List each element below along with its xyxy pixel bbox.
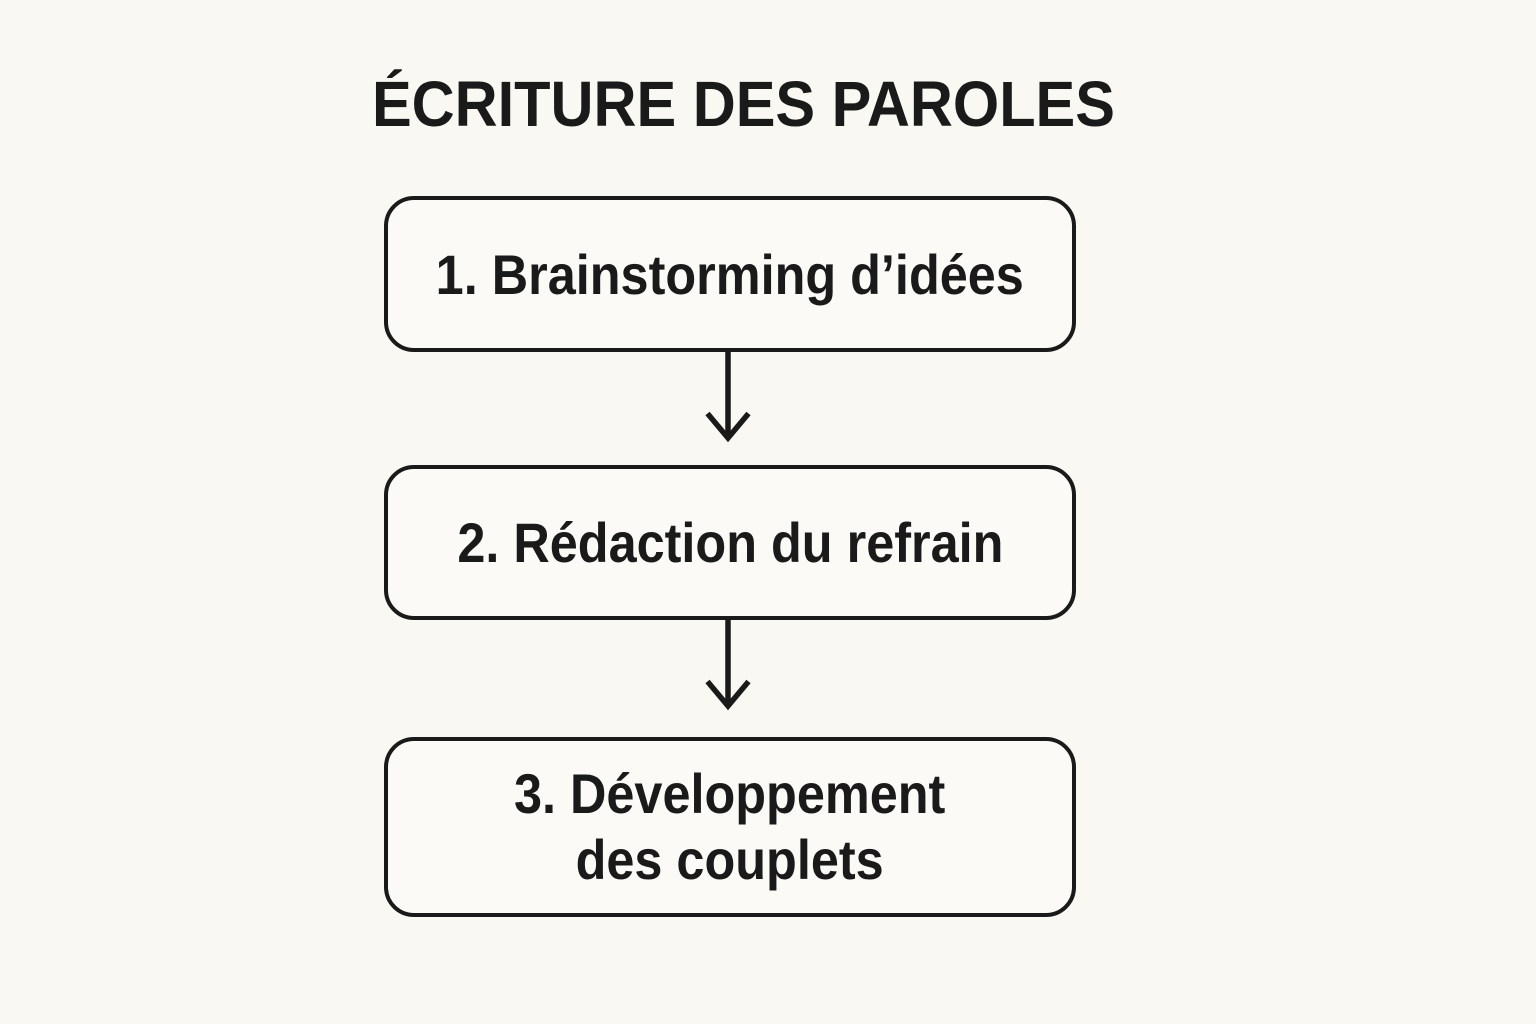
step-box-couplets: 3. Développement des couplets (384, 737, 1076, 917)
diagram-title-text: ÉCRITURE DES PAROLES (371, 68, 1115, 140)
step-label-line: des couplets (575, 828, 885, 891)
step-label-line: 3. Développement (514, 761, 946, 825)
step-box-brainstorming: 1. Brainstorming d’idées (384, 196, 1076, 352)
step-label: 2. Rédaction du refrain (456, 511, 1004, 574)
arrow-down-icon (705, 620, 751, 711)
lyrics-writing-flowchart: ÉCRITURE DES PAROLES 1. Brainstorming d’… (372, 0, 1115, 1024)
step-box-refrain: 2. Rédaction du refrain (384, 465, 1076, 620)
step-label: 3. Développement des couplets (514, 761, 945, 893)
diagram-title: ÉCRITURE DES PAROLES (344, 72, 1116, 136)
arrow-down-icon (705, 352, 751, 443)
step-label: 1. Brainstorming d’idées (435, 242, 1025, 306)
